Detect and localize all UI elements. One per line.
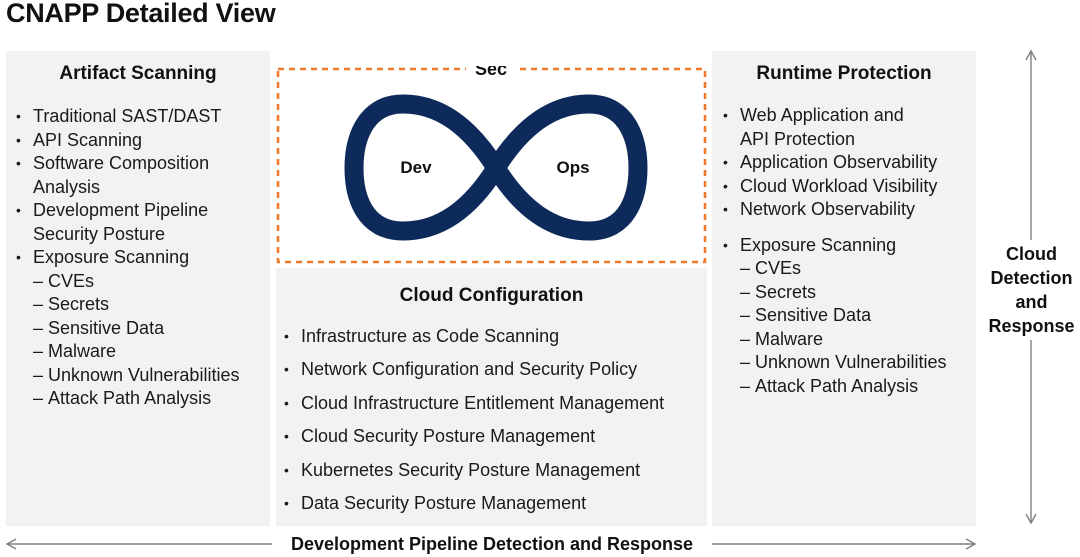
ops-label: Ops bbox=[556, 158, 589, 177]
arrow-left-head-icon bbox=[5, 538, 17, 550]
list-item: Cloud Security Posture Management bbox=[280, 420, 664, 454]
artifact-scanning-title: Artifact Scanning bbox=[59, 63, 217, 84]
cloud-configuration-list: Infrastructure as Code ScanningNetwork C… bbox=[280, 320, 664, 521]
arrow-up-head-icon bbox=[1025, 49, 1037, 61]
list-item: Application Observability bbox=[719, 151, 946, 175]
page-title: CNAPP Detailed View bbox=[6, 0, 276, 28]
sub-list-item: Sensitive Data bbox=[12, 317, 239, 341]
list-item: Traditional SAST/DAST bbox=[12, 105, 239, 129]
sub-list-item: Unknown Vulnerabilities bbox=[12, 364, 239, 388]
list-item-continuation: Security Posture bbox=[33, 223, 166, 244]
sub-list-item: CVEs bbox=[719, 257, 946, 281]
sub-list-item: Malware bbox=[719, 328, 946, 352]
list-item: Network Configuration and Security Polic… bbox=[280, 353, 664, 387]
list-item: Cloud Workload Visibility bbox=[719, 175, 946, 199]
sub-list-item: CVEs bbox=[12, 270, 239, 294]
cloud-detection-line-2: Detection bbox=[990, 268, 1073, 288]
pipeline-detection-response-label: Development Pipeline Detection and Respo… bbox=[272, 532, 712, 556]
runtime-protection-title: Runtime Protection bbox=[756, 63, 932, 84]
sec-label: Sec bbox=[475, 66, 507, 79]
cloud-configuration-title: Cloud Configuration bbox=[399, 285, 584, 306]
sub-list-item: Attack Path Analysis bbox=[719, 375, 946, 399]
list-item: Software Composition bbox=[12, 152, 239, 176]
artifact-scanning-list: Traditional SAST/DASTAPI ScanningSoftwar… bbox=[12, 105, 239, 411]
list-item: Network Observability bbox=[719, 198, 946, 222]
sub-list-item: Sensitive Data bbox=[719, 304, 946, 328]
dev-label: Dev bbox=[400, 158, 432, 177]
list-item: Web Application and bbox=[719, 104, 946, 128]
list-item: Exposure Scanning bbox=[12, 246, 239, 270]
runtime-protection-panel: Runtime Protection Web Application andAP… bbox=[712, 51, 976, 526]
artifact-scanning-panel: Artifact Scanning Traditional SAST/DASTA… bbox=[6, 51, 270, 526]
list-item: Cloud Infrastructure Entitlement Managem… bbox=[280, 387, 664, 421]
list-item-continuation: API Protection bbox=[740, 128, 856, 149]
sub-list-item: Secrets bbox=[12, 293, 239, 317]
devsecops-diagram: Sec Dev Ops bbox=[276, 66, 707, 264]
cloud-detection-response-label: Cloud Detection and Response bbox=[983, 240, 1080, 340]
arrow-down-head-icon bbox=[1025, 513, 1037, 525]
cloud-detection-line-1: Cloud bbox=[1006, 244, 1057, 264]
list-item: API Scanning bbox=[12, 129, 239, 153]
sub-list-item: Secrets bbox=[719, 281, 946, 305]
sub-list-item: Malware bbox=[12, 340, 239, 364]
arrow-right-head-icon bbox=[965, 538, 977, 550]
infinity-loop-icon bbox=[344, 94, 648, 241]
list-item: Infrastructure as Code Scanning bbox=[280, 320, 664, 354]
cloud-detection-line-3: and bbox=[1015, 292, 1048, 312]
list-item: Kubernetes Security Posture Management bbox=[280, 454, 664, 488]
cloud-configuration-panel: Cloud Configuration Infrastructure as Co… bbox=[276, 268, 707, 526]
cloud-detection-line-4: Response bbox=[988, 316, 1075, 336]
list-item: Exposure Scanning bbox=[719, 234, 946, 258]
sub-list-item: Unknown Vulnerabilities bbox=[719, 351, 946, 375]
list-item-continuation: Analysis bbox=[33, 176, 101, 197]
list-item: Data Security Posture Management bbox=[280, 487, 664, 521]
list-item: Development Pipeline bbox=[12, 199, 239, 223]
sec-label-bg bbox=[466, 66, 516, 78]
sub-list-item: Attack Path Analysis bbox=[12, 387, 239, 411]
